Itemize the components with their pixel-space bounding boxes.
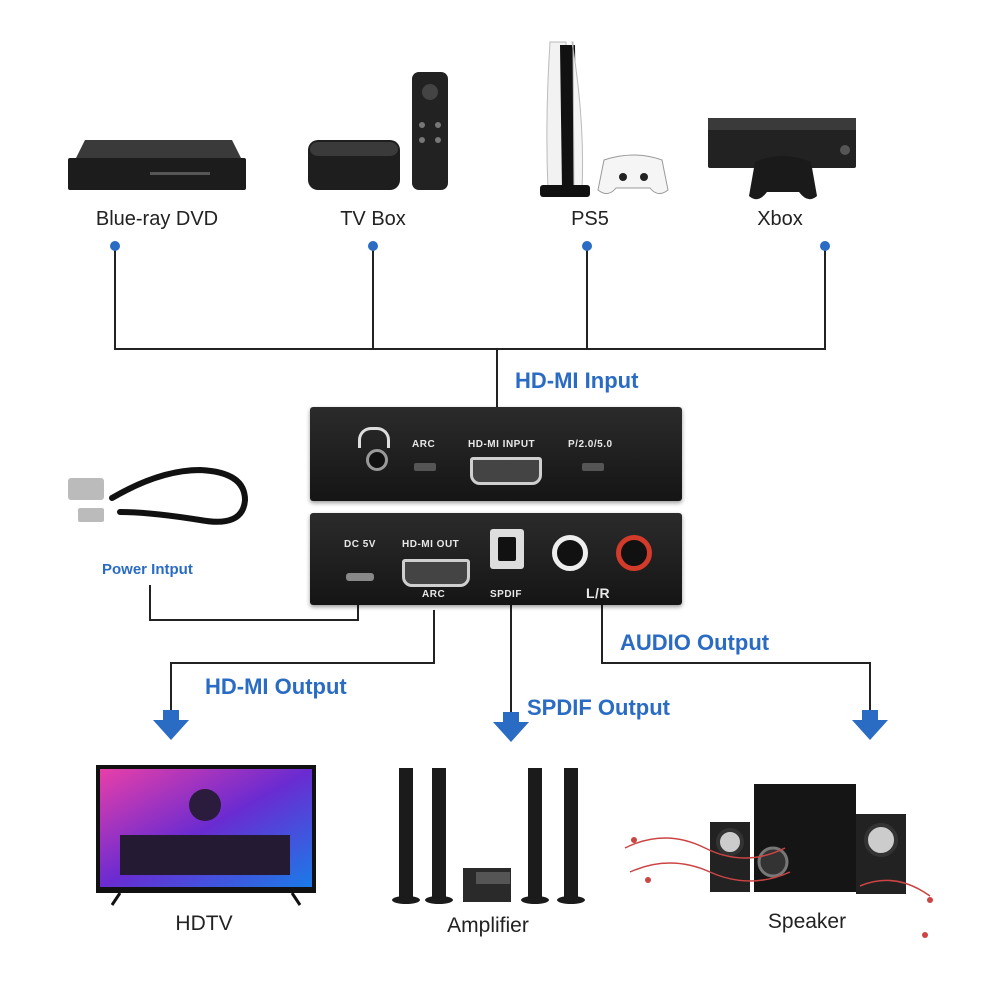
source-label-xbox: Xbox	[757, 208, 803, 230]
arc-switch	[414, 463, 436, 471]
amplifier-label: Amplifier	[447, 914, 529, 937]
dc-label: DC 5V	[344, 539, 376, 550]
blueray-connector-dot	[110, 241, 120, 251]
bluray-player-icon	[68, 140, 246, 190]
hdmi-input-label: HD-MI Input	[515, 368, 639, 393]
top-arc-label: ARC	[412, 439, 436, 450]
hdmi-out-label: HD-MI OUT	[402, 539, 460, 550]
spdif-output-arrow	[493, 712, 529, 742]
micro-usb-plug-icon	[78, 508, 104, 522]
bottom-arc-label: ARC	[422, 589, 446, 600]
power-input-label: Power Intput	[102, 561, 193, 578]
top-panel: ARC HD-MI INPUT P/2.0/5.0	[310, 407, 682, 501]
hdmi-output-arrow	[153, 710, 189, 740]
lr-label: L/R	[586, 585, 611, 601]
spdif-port	[490, 529, 524, 569]
spdif-output-label: SPDIF Output	[527, 695, 670, 720]
audio-jack-port	[366, 449, 388, 471]
amplifier-icon	[392, 768, 585, 904]
xbox-console-icon	[708, 118, 856, 200]
hdmi-output-port	[402, 559, 470, 587]
mode-switch	[582, 463, 604, 471]
hdtv-label: HDTV	[175, 912, 233, 935]
ps5-console-icon	[540, 41, 669, 197]
bottom-panel: DC 5V HD-MI OUT ARC SPDIF L/R	[310, 513, 682, 605]
audio-left-port	[552, 535, 588, 571]
source-label-ps5: PS5	[571, 208, 609, 230]
speaker-icon	[624, 784, 933, 938]
hdmi-output-label: HD-MI Output	[205, 674, 347, 699]
dc-port	[346, 573, 374, 581]
source-label-tvbox: TV Box	[340, 208, 406, 230]
audio-output-label: AUDIO Output	[620, 630, 770, 655]
top-switch-label: P/2.0/5.0	[568, 439, 613, 450]
top-hdmi-input-label: HD-MI INPUT	[468, 439, 536, 450]
spdif-label: SPDIF	[490, 589, 522, 600]
audio-output-arrow	[852, 710, 888, 740]
ps5-connector-dot	[582, 241, 592, 251]
audio-right-port	[616, 535, 652, 571]
headphone-icon	[358, 427, 390, 448]
hdmi-input-port	[470, 457, 542, 485]
tv-box-icon	[308, 72, 448, 190]
usb-plug-icon	[68, 478, 104, 500]
hdtv-icon	[96, 765, 316, 906]
xbox-connector-dot	[820, 241, 830, 251]
source-label-bluray: Blue-ray DVD	[95, 208, 219, 230]
speaker-label: Speaker	[767, 910, 847, 933]
usb-cable-icon	[109, 466, 249, 525]
tvbox-connector-dot	[368, 241, 378, 251]
